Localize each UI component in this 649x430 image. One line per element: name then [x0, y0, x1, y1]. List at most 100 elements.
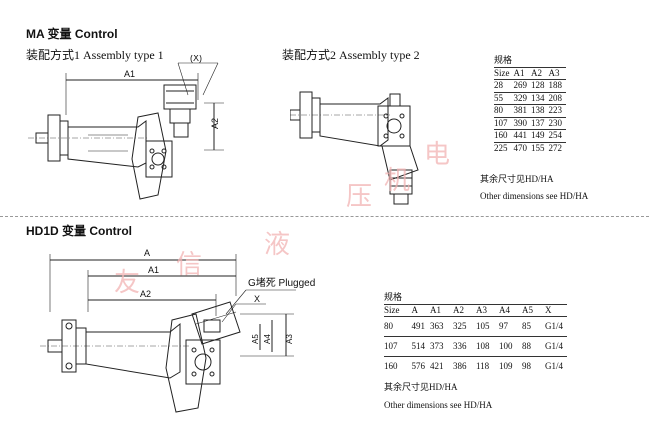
table-cell: G1/4 — [545, 316, 567, 337]
hd-col-x: X — [545, 303, 567, 317]
table-cell: 225 — [494, 141, 514, 154]
table-cell: 373 — [430, 336, 453, 357]
watermark-char: 机 — [384, 166, 411, 196]
watermark-char: 信 — [176, 250, 203, 280]
ma-col-a2: A2 — [531, 66, 549, 80]
table-cell: 254 — [548, 129, 566, 142]
table-cell: 336 — [453, 336, 476, 357]
hd-section-title: HD1D 变量 Control — [26, 224, 132, 238]
ma-type1-drawing: A1 A2 (X) — [28, 55, 224, 200]
ma-table-caption: 规格 — [494, 55, 513, 65]
table-cell: 381 — [513, 104, 531, 117]
hd-dim-a1: A1 — [148, 265, 159, 275]
watermark-char: 电 — [424, 140, 451, 170]
table-cell: 363 — [430, 316, 453, 337]
table-cell: 109 — [499, 356, 522, 377]
table-cell: 134 — [531, 91, 549, 105]
hd-dim-a: A — [144, 248, 150, 258]
table-cell: 118 — [476, 356, 499, 377]
table-cell: 80 — [384, 316, 412, 337]
table-cell: 386 — [453, 356, 476, 377]
table-cell: 230 — [548, 116, 566, 130]
table-cell: 208 — [548, 91, 566, 105]
watermark-char: 液 — [264, 230, 291, 260]
hd-note-en: Other dimensions see HD/HA — [384, 400, 493, 410]
ma-note-cn: 其余尺寸见HD/HA — [480, 174, 554, 184]
ma-assembly-type2-label: 装配方式2 Assembly type 2 — [282, 48, 420, 62]
section-divider — [0, 216, 649, 217]
table-cell: 128 — [531, 79, 549, 92]
table-cell: 98 — [522, 356, 545, 377]
table-cell: 160 — [494, 129, 514, 142]
watermark-char: 友 — [114, 268, 141, 298]
ma-section-title: MA 变量 Control — [26, 27, 118, 41]
ma-dim-a2: A2 — [210, 118, 220, 129]
hd-col-a: A — [411, 303, 430, 317]
table-cell: 80 — [494, 104, 514, 117]
hd-dim-a3: A3 — [285, 334, 294, 344]
table-cell: 576 — [411, 356, 430, 377]
table-cell: 28 — [494, 79, 514, 92]
table-cell: 514 — [411, 336, 430, 357]
hd-col-a1: A1 — [430, 303, 453, 317]
table-cell: 88 — [522, 336, 545, 357]
ma-note-en: Other dimensions see HD/HA — [480, 191, 589, 201]
table-cell: 325 — [453, 316, 476, 337]
table-cell: 329 — [513, 91, 531, 105]
ma-dim-a1: A1 — [124, 69, 135, 79]
hd-table-caption: 规格 — [384, 292, 403, 302]
table-cell: 55 — [494, 91, 514, 105]
table-cell: 223 — [548, 104, 566, 117]
table-cell: 491 — [411, 316, 430, 337]
table-cell: 107 — [384, 336, 412, 357]
table-cell: 160 — [384, 356, 412, 377]
ma-type2-drawing — [290, 91, 419, 205]
table-cell: G1/4 — [545, 356, 567, 377]
table-cell: 107 — [494, 116, 514, 130]
table-cell: 188 — [548, 79, 566, 92]
ma-assembly-type1-label: 装配方式1 Assembly type 1 — [26, 48, 164, 62]
table-cell: 85 — [522, 316, 545, 337]
table-cell: 421 — [430, 356, 453, 377]
table-cell: 100 — [499, 336, 522, 357]
table-cell: 441 — [513, 129, 531, 142]
table-cell: 138 — [531, 104, 549, 117]
hd-col-a2: A2 — [453, 303, 476, 317]
table-cell: G1/4 — [545, 336, 567, 357]
table-cell: 108 — [476, 336, 499, 357]
hd-col-a4: A4 — [499, 303, 522, 317]
ma-col-a1: A1 — [513, 66, 531, 80]
table-cell: 470 — [513, 141, 531, 154]
table-cell: 155 — [531, 141, 549, 154]
hd-dim-a5: A5 — [251, 334, 260, 344]
hd-drawing: A A1 A2 G堵死 Plugged X A5 A4 A3 — [40, 248, 315, 413]
table-cell: 149 — [531, 129, 549, 142]
hd-dim-a4: A4 — [263, 334, 272, 344]
table-cell: 105 — [476, 316, 499, 337]
hd-dim-a2: A2 — [140, 289, 151, 299]
hd-note-cn: 其余尺寸见HD/HA — [384, 382, 458, 392]
watermark-char: 压 — [346, 182, 373, 212]
ma-col-a3: A3 — [548, 66, 566, 80]
hd-dim-x: X — [254, 294, 260, 304]
ma-dim-x: (X) — [190, 55, 202, 63]
hd-dim-g-plugged: G堵死 Plugged — [248, 276, 315, 289]
hd-col-a3: A3 — [476, 303, 499, 317]
table-cell: 97 — [499, 316, 522, 337]
hd-col-size: Size — [384, 303, 412, 317]
table-cell: 137 — [531, 116, 549, 130]
hd-col-a5: A5 — [522, 303, 545, 317]
table-cell: 390 — [513, 116, 531, 130]
table-cell: 269 — [513, 79, 531, 92]
